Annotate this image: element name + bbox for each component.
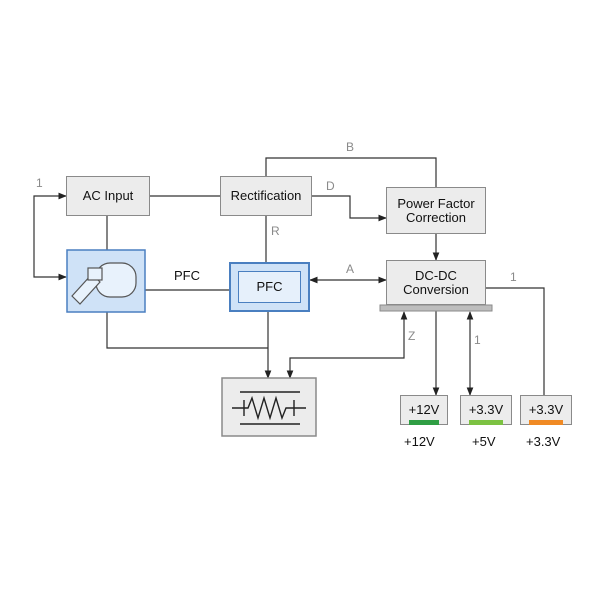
dc-dc-conversion-block: DC-DC Conversion [386, 260, 486, 305]
dcdc-label: DC-DC Conversion [403, 267, 469, 297]
output-33v-b-label: +3.3V [528, 402, 564, 417]
output-33v-a-label: +3.3V [468, 402, 504, 417]
label-one-mid: 1 [474, 333, 481, 347]
rectification-label: Rectification [230, 188, 302, 203]
output-12v-block: +12V [400, 395, 448, 425]
rectification-block: Rectification [220, 176, 312, 216]
ac-input-block: AC Input [66, 176, 150, 216]
label-one-right: 1 [510, 270, 517, 284]
label-b: B [346, 140, 355, 154]
line-b-loop [265, 157, 437, 187]
label-pfc-line: PFC [174, 268, 200, 283]
label-z: Z [408, 329, 416, 343]
indicator-green-light [469, 420, 503, 425]
plug-icon [71, 273, 101, 305]
line-left-loop [33, 192, 67, 281]
rail-label-33v: +3.3V [526, 434, 561, 449]
ac-input-label: AC Input [82, 188, 134, 203]
label-r: R [271, 224, 280, 238]
label-a: A [346, 262, 355, 276]
output-33v-a-block: +3.3V [460, 395, 512, 425]
output-33v-b-block: +3.3V [520, 395, 572, 425]
indicator-orange [529, 420, 563, 425]
pfc-mid-label: PFC [256, 279, 283, 294]
power-factor-correction-block: Power Factor Correction [386, 187, 486, 234]
rail-label-12v: +12V [404, 434, 435, 449]
label-one-left: 1 [36, 176, 43, 190]
pfc-block: PFC [229, 262, 310, 312]
line-z [286, 311, 408, 379]
output-12v-label: +12V [408, 402, 440, 417]
filter-block [221, 377, 317, 437]
line-out-33v-b [486, 287, 545, 395]
label-d: D [326, 179, 335, 193]
pfc-top-label: Power Factor Correction [397, 195, 475, 225]
dcdc-base-plate [379, 304, 493, 312]
indicator-green-dark [409, 420, 439, 425]
resistor-icon [232, 391, 306, 425]
line-d [312, 195, 387, 222]
line-bottom [106, 312, 268, 349]
rail-label-5v: +5V [472, 434, 496, 449]
